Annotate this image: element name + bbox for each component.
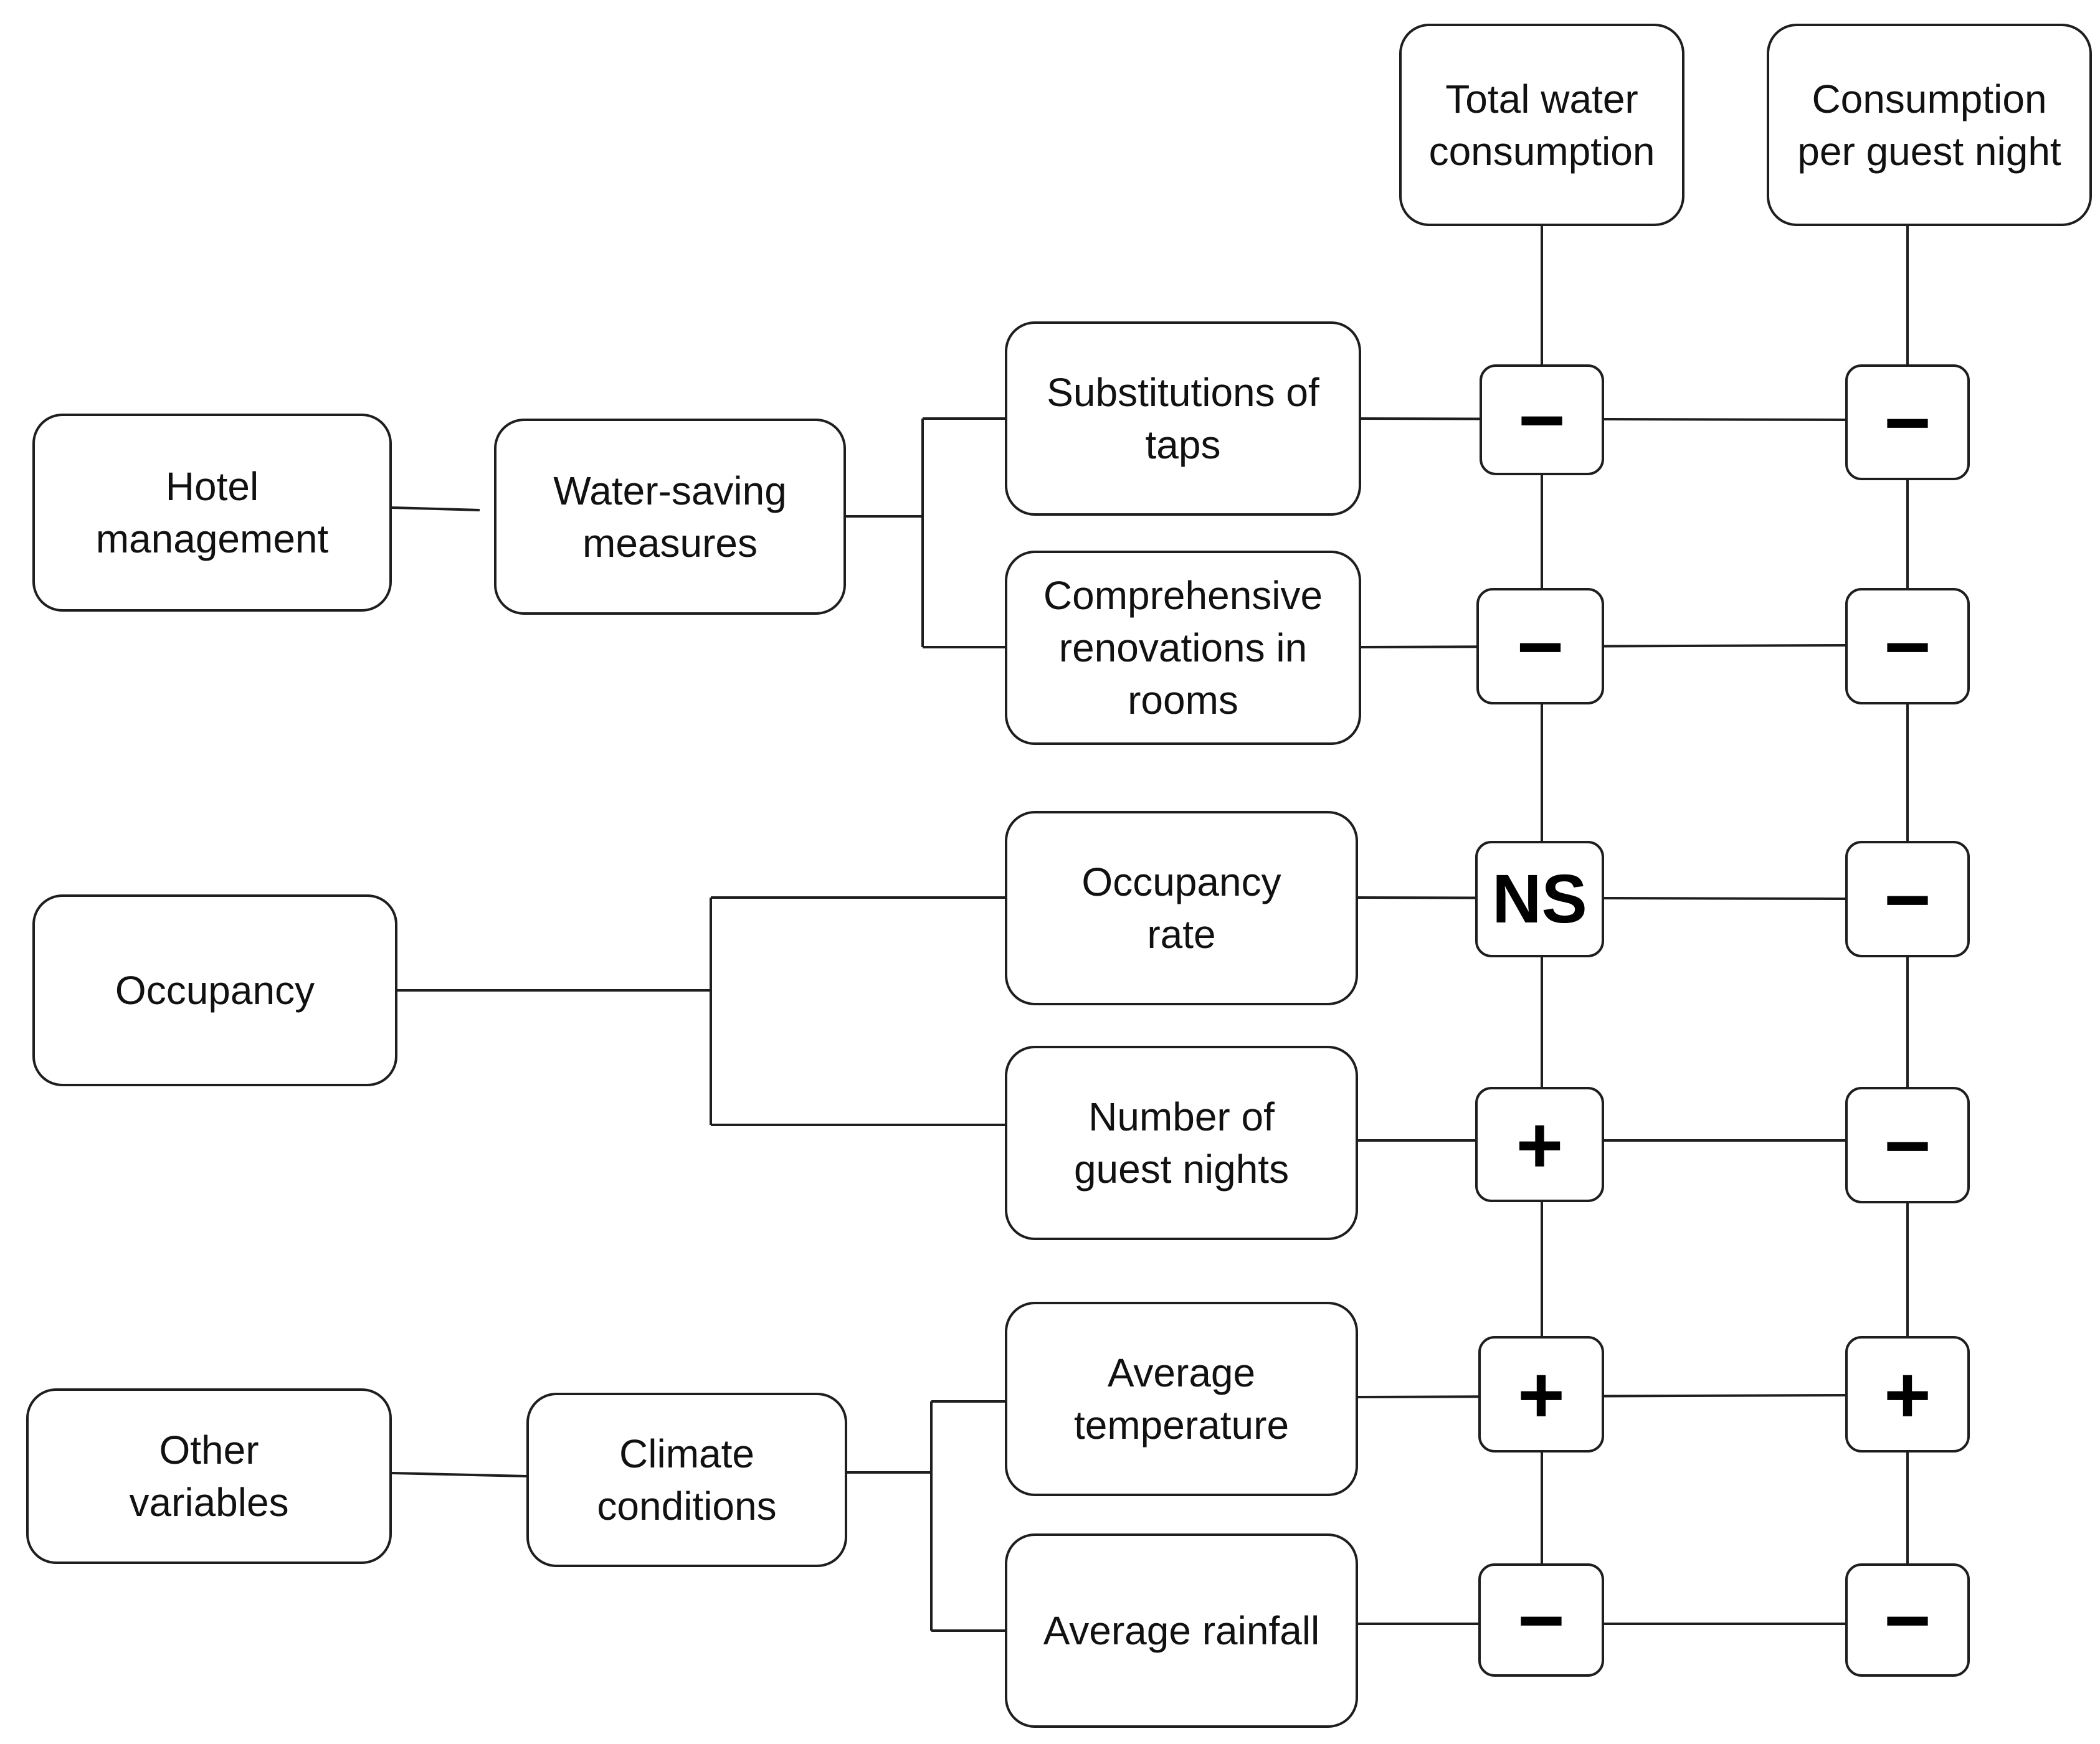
sign-total-temperature-value: + — [1518, 1348, 1565, 1440]
sign-total-rainfall-value: − — [1518, 1575, 1565, 1666]
sign-per-guest-temperature-value: + — [1884, 1348, 1931, 1440]
factor-occupancy-rate: Occupancy rate — [1005, 811, 1358, 1005]
sign-per-guest-occupancy-rate: − — [1845, 841, 1970, 957]
sign-per-guest-temperature: + — [1845, 1336, 1970, 1453]
sign-per-guest-guest-nights-value: − — [1884, 1099, 1931, 1191]
factor-average-temperature: Average temperature — [1005, 1302, 1358, 1496]
category-other-variables: Other variables — [26, 1388, 392, 1564]
factor-taps-label: Substitutions of taps — [1047, 370, 1319, 467]
sign-per-guest-rainfall-value: − — [1884, 1575, 1931, 1666]
category-hotel-management-label: Hotel management — [95, 464, 329, 561]
sign-total-temperature: + — [1478, 1336, 1604, 1453]
factor-average-rainfall: Average rainfall — [1005, 1533, 1358, 1728]
subcategory-climate-label: Climate conditions — [597, 1431, 777, 1528]
category-other-variables-label: Other variables — [129, 1428, 289, 1525]
connector-other-to-climate — [391, 1472, 527, 1477]
sign-total-taps: − — [1480, 364, 1604, 475]
connector-hotel-to-water-saving — [391, 506, 480, 511]
factor-occupancy-rate-label: Occupancy rate — [1081, 860, 1281, 957]
sign-per-guest-occupancy-rate-value: − — [1884, 853, 1931, 945]
factor-renovations-label: Comprehensive renovations in rooms — [1043, 573, 1323, 723]
factor-number-of-guest-nights: Number of guest nights — [1005, 1046, 1358, 1240]
sign-per-guest-renovations-value: − — [1884, 600, 1931, 692]
factor-temperature-label: Average temperature — [1073, 1350, 1290, 1448]
sign-total-renovations: − — [1476, 588, 1604, 704]
sign-total-guest-nights-value: + — [1516, 1099, 1564, 1190]
sign-per-guest-taps: − — [1845, 364, 1970, 480]
header-total-label: Total water consumption — [1428, 76, 1655, 174]
factor-rainfall-label: Average rainfall — [1043, 1608, 1320, 1653]
category-occupancy: Occupancy — [32, 894, 397, 1086]
subcategory-water-saving-label: Water-saving measures — [553, 468, 787, 566]
sign-total-occupancy-rate-value: NS — [1492, 860, 1587, 937]
sign-total-taps-value: − — [1518, 374, 1565, 465]
factor-comprehensive-renovations: Comprehensive renovations in rooms — [1005, 551, 1361, 745]
factor-guest-nights-label: Number of guest nights — [1073, 1094, 1290, 1192]
sign-per-guest-taps-value: − — [1884, 377, 1931, 468]
subcategory-water-saving-measures: Water-saving measures — [494, 419, 846, 615]
sign-total-renovations-value: − — [1516, 600, 1564, 692]
factor-substitutions-of-taps: Substitutions of taps — [1005, 321, 1361, 516]
sign-total-rainfall: − — [1478, 1563, 1604, 1677]
sign-per-guest-rainfall: − — [1845, 1563, 1970, 1677]
sign-per-guest-guest-nights: − — [1845, 1087, 1970, 1203]
category-hotel-management: Hotel management — [32, 414, 392, 612]
header-total-water-consumption: Total water consumption — [1399, 24, 1684, 226]
header-consumption-per-guest-night: Consumption per guest night — [1767, 24, 2092, 226]
subcategory-climate-conditions: Climate conditions — [526, 1393, 847, 1567]
sign-total-occupancy-rate: NS — [1475, 841, 1604, 957]
header-per-guest-label: Consumption per guest night — [1797, 76, 2061, 174]
sign-total-guest-nights: + — [1475, 1087, 1604, 1202]
category-occupancy-label: Occupancy — [115, 968, 315, 1013]
sign-per-guest-renovations: − — [1845, 588, 1970, 704]
